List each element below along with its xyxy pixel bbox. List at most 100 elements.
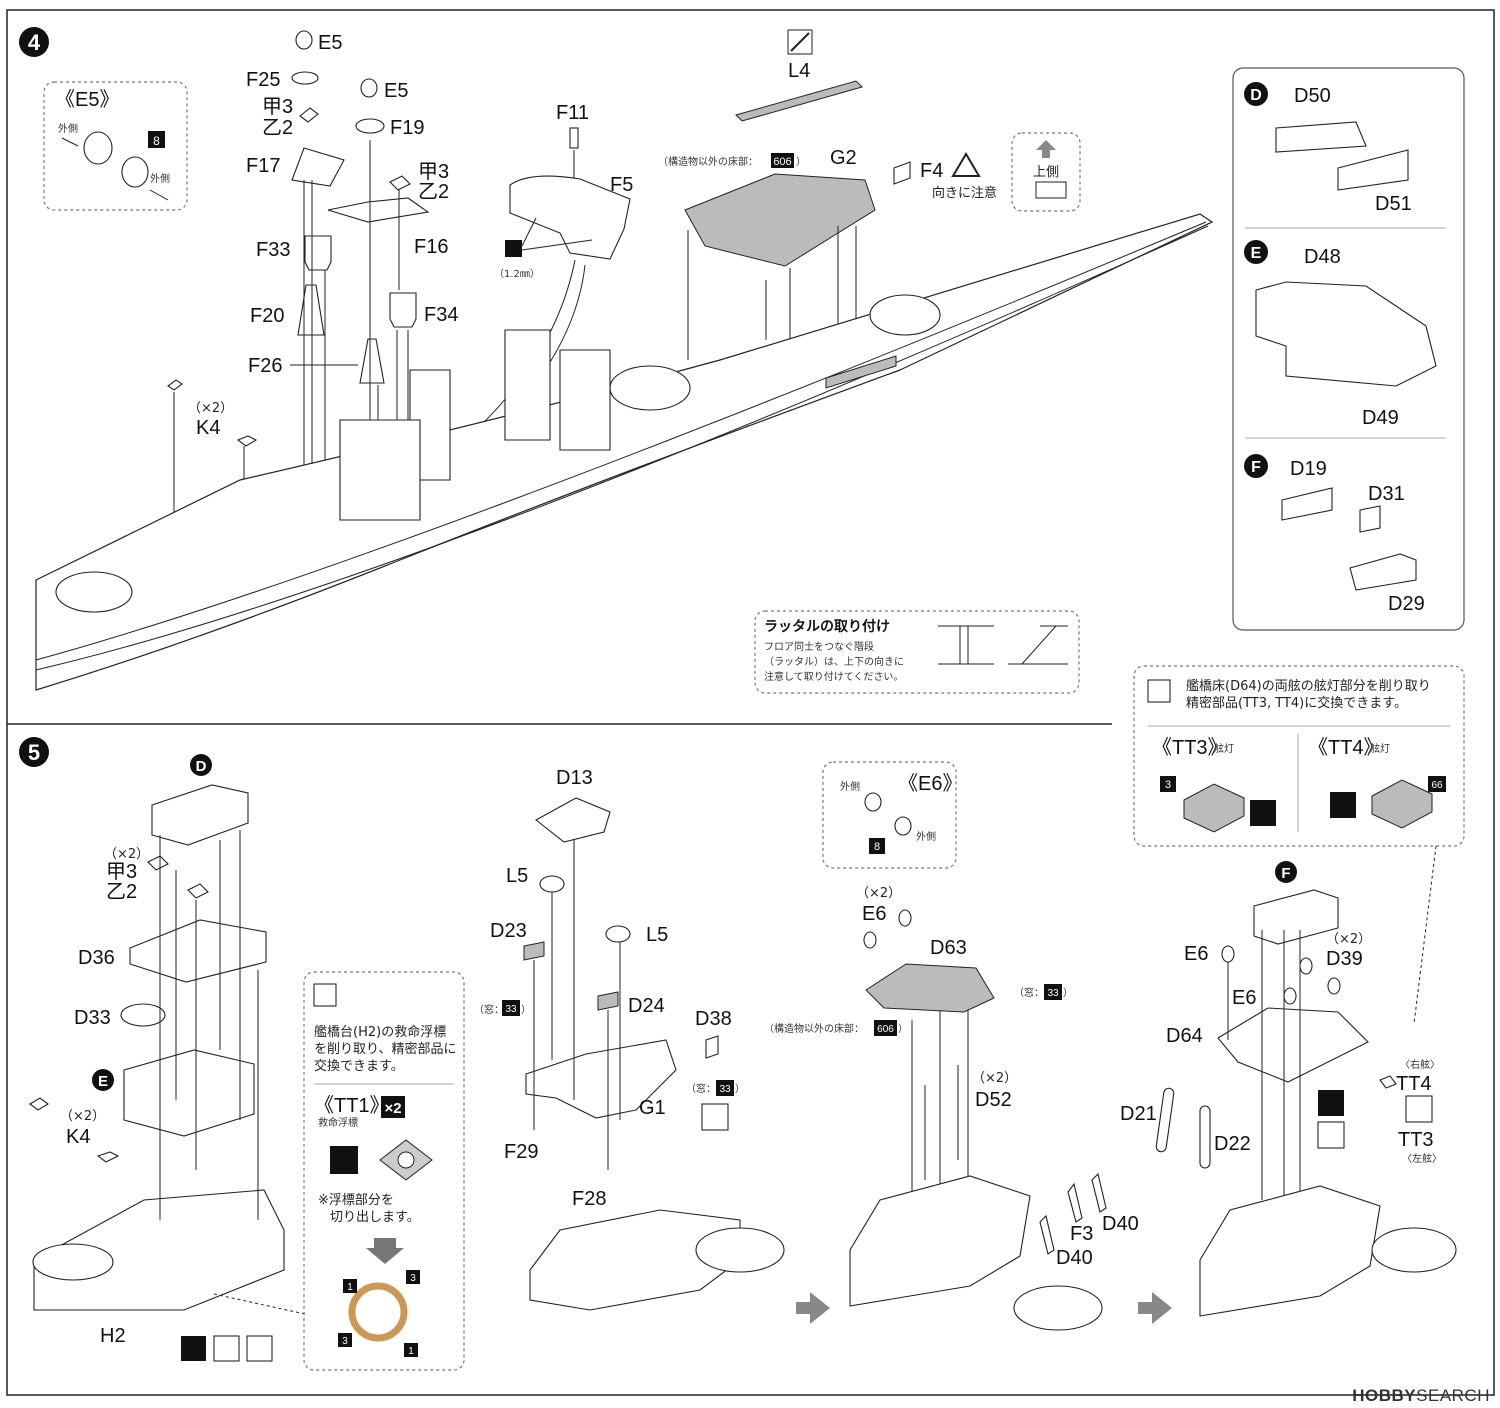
d36-part-drawing	[129, 919, 267, 983]
e5-part-drawing	[121, 156, 149, 188]
window-note-close: ）	[521, 1004, 531, 1016]
inset-e5-outside-1: 外側	[58, 122, 78, 135]
f5-part-drawing	[509, 175, 631, 260]
f26-part-drawing	[359, 338, 385, 384]
d-assembly-drawing	[151, 784, 249, 846]
label-d48: D48	[1304, 246, 1341, 268]
label-d39: D39	[1326, 948, 1363, 970]
down-arrow-icon	[366, 1238, 404, 1264]
hull-line	[35, 221, 1207, 661]
inset-e6-outside-1: 外側	[840, 780, 860, 793]
label-d51: D51	[1375, 193, 1412, 215]
d63-part-drawing	[865, 963, 995, 1013]
step-5-number: 5	[28, 740, 40, 765]
label-l5: L5	[506, 865, 528, 887]
f19-part-drawing	[355, 118, 385, 134]
badge-d-letter: D	[196, 758, 207, 775]
g2-part-drawing	[684, 173, 876, 267]
label-f11: F11	[556, 102, 589, 124]
label-quantity: （×2）	[104, 847, 149, 862]
superstructure-drawing	[339, 419, 421, 521]
inset-e6-outside-2: 外側	[916, 830, 936, 843]
assembly-guide-lines	[1227, 930, 1301, 1200]
tt1-line-3: 交換できます。	[314, 1058, 404, 1074]
up-arrow-icon	[1036, 140, 1056, 158]
tt1-quantity: ×2	[384, 1100, 401, 1117]
warning-icon	[951, 152, 981, 177]
label-h2: H2	[100, 1325, 126, 1347]
floor-note-close: ）	[898, 1023, 908, 1035]
g2-rail-drawing	[825, 355, 897, 389]
inset-e6-title: 《E6》	[898, 773, 962, 795]
label-f19: F19	[390, 117, 424, 139]
tt3-part-drawing	[1183, 783, 1245, 833]
f11-part-drawing	[569, 127, 579, 149]
d13-part-drawing	[535, 797, 611, 843]
label-e6: E6	[1232, 987, 1256, 1009]
paint-number: 606	[773, 156, 791, 168]
badge-f	[1244, 454, 1268, 478]
label-f3: F3	[1070, 1223, 1093, 1245]
badge-e-letter: E	[1251, 245, 1262, 262]
label-d36: D36	[78, 947, 115, 969]
floor-note-close: ）	[796, 156, 806, 168]
f-assembly-drawing	[1253, 889, 1339, 945]
e6-part-drawing	[1221, 945, 1235, 963]
paint-number-badge	[404, 1343, 418, 1357]
d64-part-drawing	[1217, 1007, 1369, 1083]
step-4: 4 《E5》 外側 外側 8 E5 F25 甲3 乙2 F17 E5 F19 甲…	[19, 27, 1465, 694]
etched-part-icon	[246, 1335, 273, 1362]
paint-number-badge	[1428, 776, 1446, 792]
turret-drawing	[55, 571, 133, 613]
tt34-line-1: 艦橋床(D64)の両舷の舷灯部分を削り取り	[1186, 678, 1431, 694]
window-note: （窓：	[1014, 986, 1044, 999]
d23-part-drawing	[523, 941, 545, 961]
replace-icon	[1317, 1121, 1345, 1149]
d39-part-drawing	[1299, 957, 1313, 975]
f4-part-drawing	[893, 161, 911, 185]
paint-number: 606	[877, 1024, 894, 1035]
paint-number-badge	[502, 1000, 520, 1016]
cut-icon	[1318, 1090, 1344, 1116]
tt1-line-2: を削り取り、精密部品に	[314, 1041, 456, 1057]
label-otsu2: 乙2	[106, 881, 137, 903]
quantity-badge	[381, 1096, 405, 1118]
badge-f-letter: F	[1281, 865, 1290, 882]
label-d29: D29	[1388, 593, 1425, 615]
f17-part-drawing	[291, 147, 345, 187]
cut-icon	[787, 29, 813, 55]
turret-drawing	[1013, 1285, 1103, 1331]
label-g1: G1	[639, 1097, 666, 1119]
label-d52: D52	[975, 1089, 1012, 1111]
badge-f	[1275, 861, 1297, 883]
h2-part-drawing	[33, 1189, 285, 1311]
tt1-note-1: ※浮標部分を	[318, 1193, 394, 1208]
paint-number-badge	[338, 1333, 352, 1347]
label-e5: E5	[318, 32, 342, 54]
e5-part-drawing	[83, 131, 113, 165]
turret-drawing	[609, 365, 691, 411]
label-drill-size: （1.2㎜）	[494, 268, 540, 280]
label-d33: D33	[74, 1007, 111, 1029]
callout-line	[1413, 845, 1437, 1025]
bridge-assembly-drawing	[1199, 1185, 1381, 1317]
d39-part-drawing	[1327, 977, 1341, 995]
label-d13: D13	[556, 767, 593, 789]
callout-line	[213, 1293, 306, 1315]
turret-drawing	[695, 1227, 785, 1273]
replace-icon	[1147, 679, 1171, 703]
tt4-subtitle: 舷灯	[1370, 742, 1390, 755]
watermark: HOBBYSEARCH	[1352, 1386, 1490, 1406]
label-d24: D24	[628, 995, 665, 1017]
label-f17: F17	[246, 155, 280, 177]
turret-drawing	[869, 294, 941, 336]
orientation-box	[1011, 132, 1081, 212]
paint-number: 8	[874, 841, 880, 853]
d40-part-drawing	[1039, 1214, 1055, 1255]
g1-part-drawing	[525, 1039, 677, 1119]
tt4-title: 《TT4》	[1308, 737, 1384, 759]
l4-part-drawing	[735, 80, 863, 122]
paint-number: 3	[410, 1273, 416, 1284]
etched-part-icon	[701, 1103, 729, 1131]
label-k4: K4	[196, 417, 220, 439]
